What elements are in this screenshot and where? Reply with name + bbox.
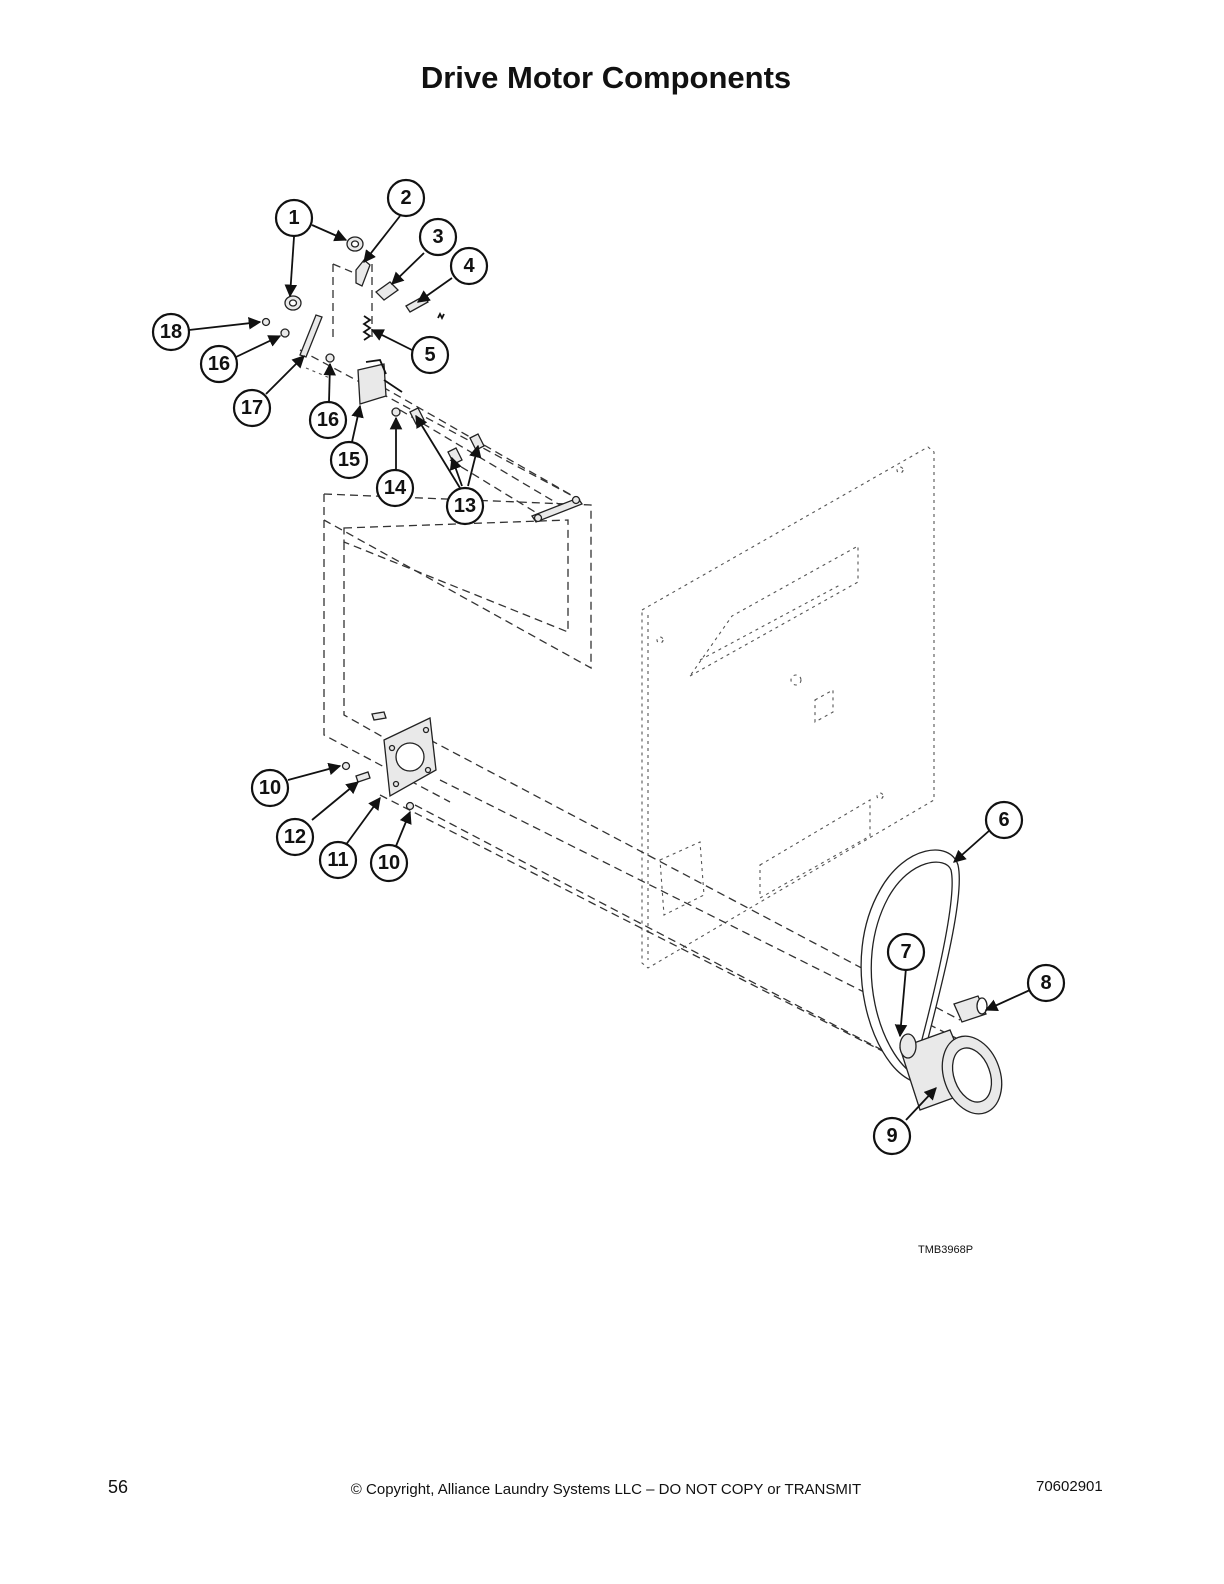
callout-5: 5 <box>410 335 450 375</box>
callout-8: 8 <box>1026 963 1066 1003</box>
callout-label: 9 <box>886 1125 897 1147</box>
tensioner-parts <box>261 236 583 523</box>
callout-label: 18 <box>160 321 182 343</box>
callout-label: 12 <box>284 826 306 848</box>
callout-16a: 16 <box>199 344 239 384</box>
callout-15: 15 <box>329 440 369 480</box>
callout-14: 14 <box>375 468 415 508</box>
callout-label: 14 <box>384 477 407 499</box>
callout-label: 16 <box>317 409 339 431</box>
copyright-notice: © Copyright, Alliance Laundry Systems LL… <box>350 1481 862 1498</box>
callout-label: 8 <box>1040 972 1051 994</box>
page-title: Drive Motor Components <box>420 60 792 95</box>
callout-label: 16 <box>208 353 230 375</box>
callout-label: 13 <box>454 495 476 517</box>
mounting-frame <box>323 493 592 803</box>
callout-10b: 10 <box>369 843 409 883</box>
callout-label: 10 <box>378 852 400 874</box>
motor-mount-plate <box>341 711 437 811</box>
callout-18: 18 <box>151 312 191 352</box>
callout-label: 3 <box>432 226 443 248</box>
assembly-guide-lines <box>299 263 961 1071</box>
drive-motor <box>899 995 1003 1115</box>
callout-label: 4 <box>463 255 475 277</box>
callout-label: 17 <box>241 397 263 419</box>
document-number: 70602901 <box>1036 1478 1103 1495</box>
callout-label: 2 <box>400 187 411 209</box>
callout-13: 13 <box>445 486 485 526</box>
cabinet-panel <box>641 446 935 969</box>
diagram-reference-code: TMB3968P <box>918 1244 974 1256</box>
callout-label: 1 <box>288 207 299 229</box>
callout-label: 7 <box>900 941 911 963</box>
callout-1: 1 <box>274 198 314 238</box>
page-number: 56 <box>108 1477 129 1497</box>
callout-9: 9 <box>872 1116 912 1156</box>
callout-label: 6 <box>998 809 1009 831</box>
callout-11: 11 <box>318 840 358 880</box>
callout-7: 7 <box>886 932 926 972</box>
callout-2: 2 <box>386 178 426 218</box>
callout-label: 15 <box>338 449 360 471</box>
callout-label: 11 <box>327 849 348 871</box>
callout-label: 10 <box>259 777 281 799</box>
callout-10a: 10 <box>250 768 290 808</box>
callout-16b: 16 <box>308 400 348 440</box>
callout-4: 4 <box>449 246 489 286</box>
callout-label: 5 <box>424 344 435 366</box>
callout-6: 6 <box>984 800 1024 840</box>
callout-17: 17 <box>232 388 272 428</box>
callout-3: 3 <box>418 217 458 257</box>
leader-lines <box>188 215 1031 1121</box>
callout-12: 12 <box>275 817 315 857</box>
